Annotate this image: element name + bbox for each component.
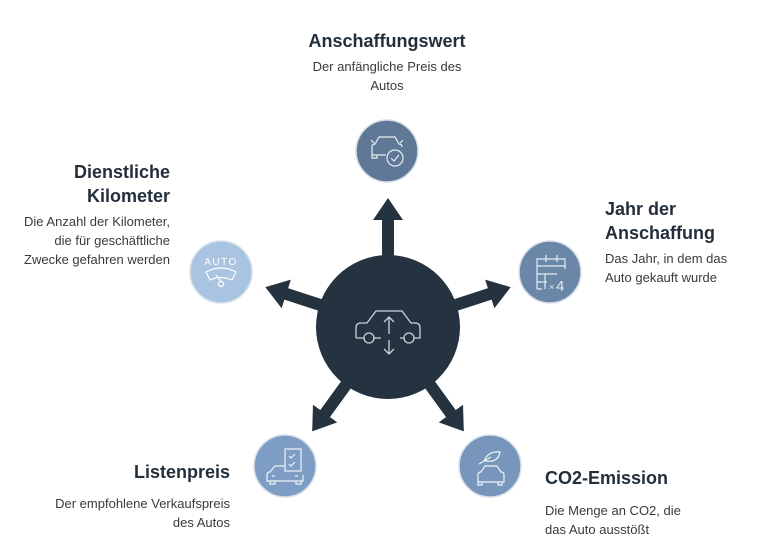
svg-text:4: 4 xyxy=(556,278,564,295)
auto-wiper-icon: AUTO xyxy=(204,257,238,288)
node-anschaffungswert-icon xyxy=(355,119,419,183)
co2-title: CO2-Emission xyxy=(545,468,669,488)
car-check-icon xyxy=(370,136,404,167)
kilometer-desc: Die Anzahl der Kilometer, die für geschä… xyxy=(24,214,170,267)
co2-desc: Die Menge an CO2, die das Auto ausstößt xyxy=(545,503,681,537)
car-up-down-icon xyxy=(355,310,421,355)
hub-circle xyxy=(316,255,460,399)
jahr-title: Jahr der Anschaffung xyxy=(605,199,715,243)
svg-text:AUTO: AUTO xyxy=(204,257,238,268)
node-jahr-icon: × 4 xyxy=(518,240,582,304)
node-co2-icon xyxy=(458,434,522,498)
calendar-x4-icon: × 4 xyxy=(536,255,566,295)
jahr-desc: Das Jahr, in dem das Auto gekauft wurde xyxy=(605,251,728,285)
svg-text:×: × xyxy=(549,282,554,292)
anschaffungswert-desc: Der anfängliche Preis des Autos xyxy=(312,59,462,93)
car-checklist-icon xyxy=(266,448,304,485)
car-leaf-icon xyxy=(477,451,505,486)
node-listenpreis-icon xyxy=(253,434,317,498)
kilometer-title: Dienstliche Kilometer xyxy=(73,162,170,206)
node-kilometer-icon: AUTO xyxy=(189,240,253,304)
listenpreis-desc: Der empfohlene Verkaufspreis des Autos xyxy=(55,496,230,530)
listenpreis-title: Listenpreis xyxy=(133,462,230,482)
anschaffungswert-title: Anschaffungswert xyxy=(308,31,466,51)
